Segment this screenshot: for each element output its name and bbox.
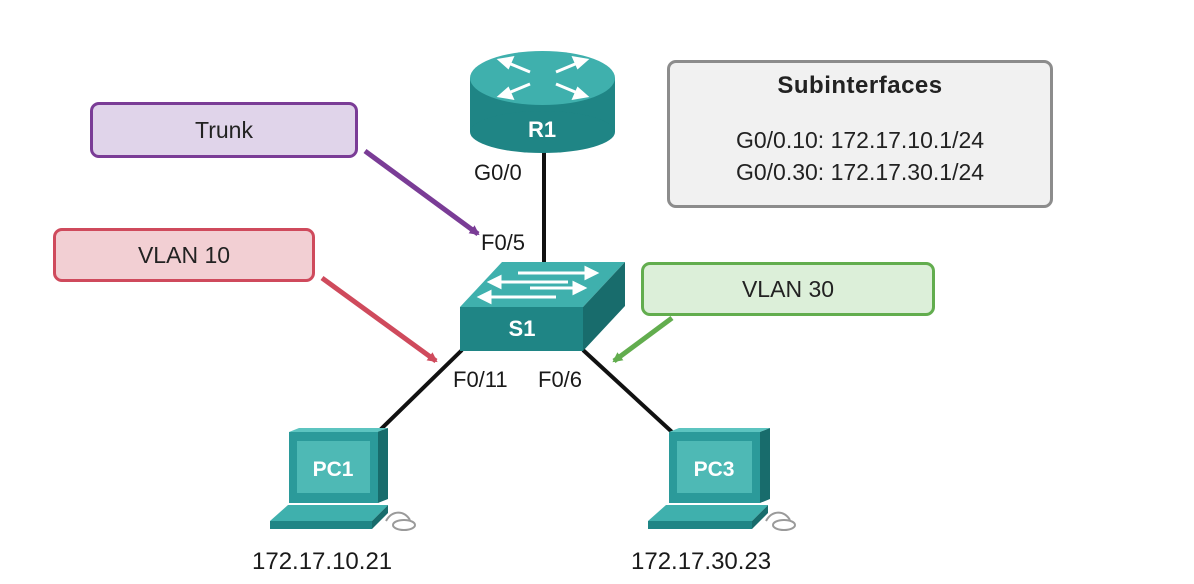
vlan30-callout: VLAN 30 bbox=[641, 262, 935, 316]
vlan10-arrow bbox=[320, 275, 438, 364]
pc1-ip-label: 172.17.10.21 bbox=[252, 548, 393, 575]
pc3-name: PC3 bbox=[694, 458, 735, 481]
link-s1-pc3 bbox=[581, 348, 674, 434]
subinterfaces-box: Subinterfaces G0/0.10: 172.17.10.1/24 G0… bbox=[667, 60, 1053, 208]
switch-icon: S1 bbox=[460, 262, 625, 351]
subinterface-line: G0/0.30: 172.17.30.1/24 bbox=[735, 159, 985, 185]
pc3-icon: PC3 bbox=[648, 428, 796, 531]
router-icon: R1 bbox=[470, 51, 615, 153]
pc1-icon: PC1 bbox=[270, 428, 416, 531]
switch-uplink-port-label: F0/5 bbox=[481, 230, 526, 255]
pc1-name: PC1 bbox=[313, 458, 354, 481]
trunk-callout: Trunk bbox=[90, 102, 358, 158]
router-name: R1 bbox=[528, 117, 556, 142]
subinterface-line: G0/0.10: 172.17.10.1/24 bbox=[735, 127, 985, 153]
subinterfaces-title: Subinterfaces bbox=[777, 72, 943, 99]
vlan30-arrow bbox=[612, 315, 674, 364]
pc3-ip-label: 172.17.30.23 bbox=[631, 548, 772, 575]
switch-name: S1 bbox=[509, 316, 536, 341]
vlan10-callout-text: VLAN 10 bbox=[137, 241, 231, 268]
switch-pc1-port-label: F0/11 bbox=[453, 367, 508, 392]
switch-pc3-port-label: F0/6 bbox=[538, 367, 583, 392]
router-port-label: G0/0 bbox=[474, 160, 522, 185]
vlan10-callout: VLAN 10 bbox=[53, 228, 315, 282]
trunk-callout-text: Trunk bbox=[195, 116, 253, 143]
vlan30-callout-text: VLAN 30 bbox=[741, 275, 835, 302]
trunk-arrow bbox=[363, 148, 480, 237]
link-s1-pc1 bbox=[376, 348, 464, 434]
